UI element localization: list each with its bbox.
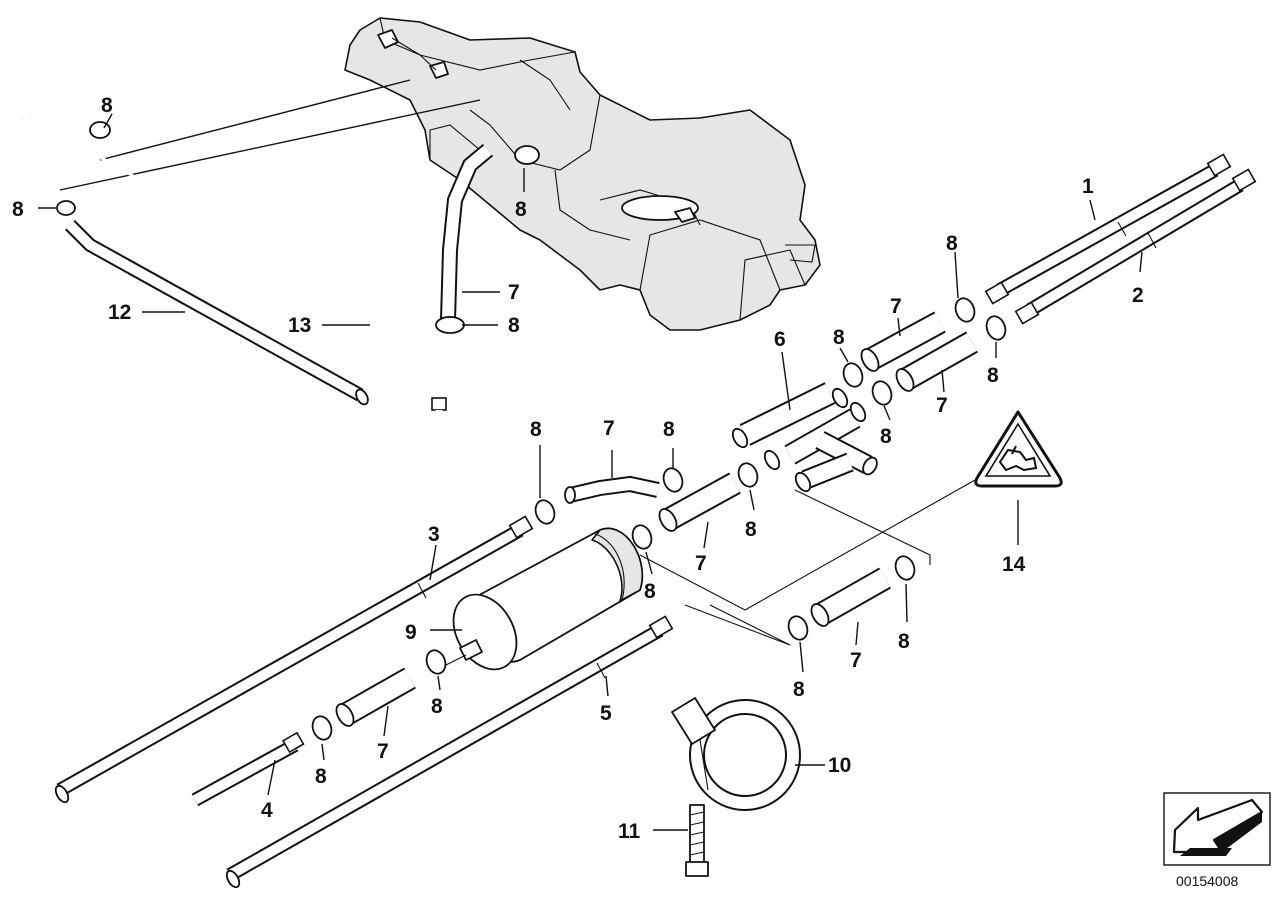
electrical-connector-warning-icon	[974, 410, 1063, 488]
line-3	[54, 515, 534, 804]
callout-7-lower: 7	[377, 740, 389, 763]
callout-12: 12	[108, 301, 131, 324]
callout-7-curved: 7	[603, 417, 615, 440]
callout-7-tank-hose: 7	[508, 281, 520, 304]
callout-8-top-left: 8	[101, 94, 113, 117]
callout-labels: 1 2 3 4 5 6 7 7 7 7 7 7 7 8 8 8 8 8 8 8 …	[12, 94, 1144, 843]
callout-3: 3	[428, 523, 440, 546]
line-12	[65, 220, 369, 406]
fuel-tank	[344, 17, 821, 331]
fuel-filter-9	[439, 527, 644, 671]
screw-11	[685, 804, 709, 877]
hose-7-right-upper	[860, 311, 946, 372]
callout-8-center-lower: 8	[745, 518, 757, 541]
callout-8-dist-upper: 8	[833, 326, 845, 349]
callout-8-center: 8	[663, 418, 675, 441]
callout-4: 4	[261, 799, 273, 822]
line-1	[984, 153, 1232, 305]
callout-11: 11	[618, 820, 641, 843]
callout-8-line4: 8	[315, 765, 327, 788]
callout-8-filter-out: 8	[644, 580, 656, 603]
hose-7-mid	[658, 472, 741, 532]
callout-8-line2: 8	[987, 364, 999, 387]
callout-14: 14	[1002, 553, 1026, 576]
line-2	[1014, 168, 1257, 325]
line-4	[191, 731, 305, 807]
callout-7-bottom-right: 7	[850, 649, 862, 672]
callout-8-left: 8	[12, 198, 24, 221]
hose-7-bottom-right	[810, 567, 891, 627]
hose-7-curved	[564, 475, 660, 504]
callout-7-mid: 7	[695, 552, 707, 575]
callout-8-line3: 8	[530, 418, 542, 441]
document-number: 00154008	[1176, 873, 1239, 889]
callout-8-bottom-right: 8	[898, 630, 910, 653]
callout-6: 6	[774, 328, 786, 351]
callout-2: 2	[1132, 284, 1144, 307]
hose-clamps	[56, 121, 1007, 741]
callout-9: 9	[405, 621, 417, 644]
hose-7-right-lower	[895, 331, 978, 392]
callout-8-tank-top: 8	[515, 198, 527, 221]
callout-5: 5	[600, 702, 612, 725]
hose-7-lower	[335, 667, 416, 727]
orientation-arrow-icon	[1163, 792, 1271, 866]
callout-10: 10	[828, 754, 851, 777]
callout-13: 13	[288, 314, 311, 337]
callout-1: 1	[1082, 175, 1094, 198]
callout-8-filter-in: 8	[431, 695, 443, 718]
callout-8-dist-lower: 8	[880, 425, 892, 448]
callout-7-upper-right: 7	[890, 295, 902, 318]
distributor-6	[731, 382, 878, 493]
callout-8-line1: 8	[946, 232, 958, 255]
mounting-strap-10	[671, 697, 801, 811]
leader-lines	[38, 113, 1143, 831]
vent-line-13	[21, 89, 447, 480]
callout-8-bottom-center: 8	[793, 678, 805, 701]
callout-8-tank-bottom: 8	[508, 314, 520, 337]
callout-7-right: 7	[936, 394, 948, 417]
line-5	[225, 615, 674, 889]
